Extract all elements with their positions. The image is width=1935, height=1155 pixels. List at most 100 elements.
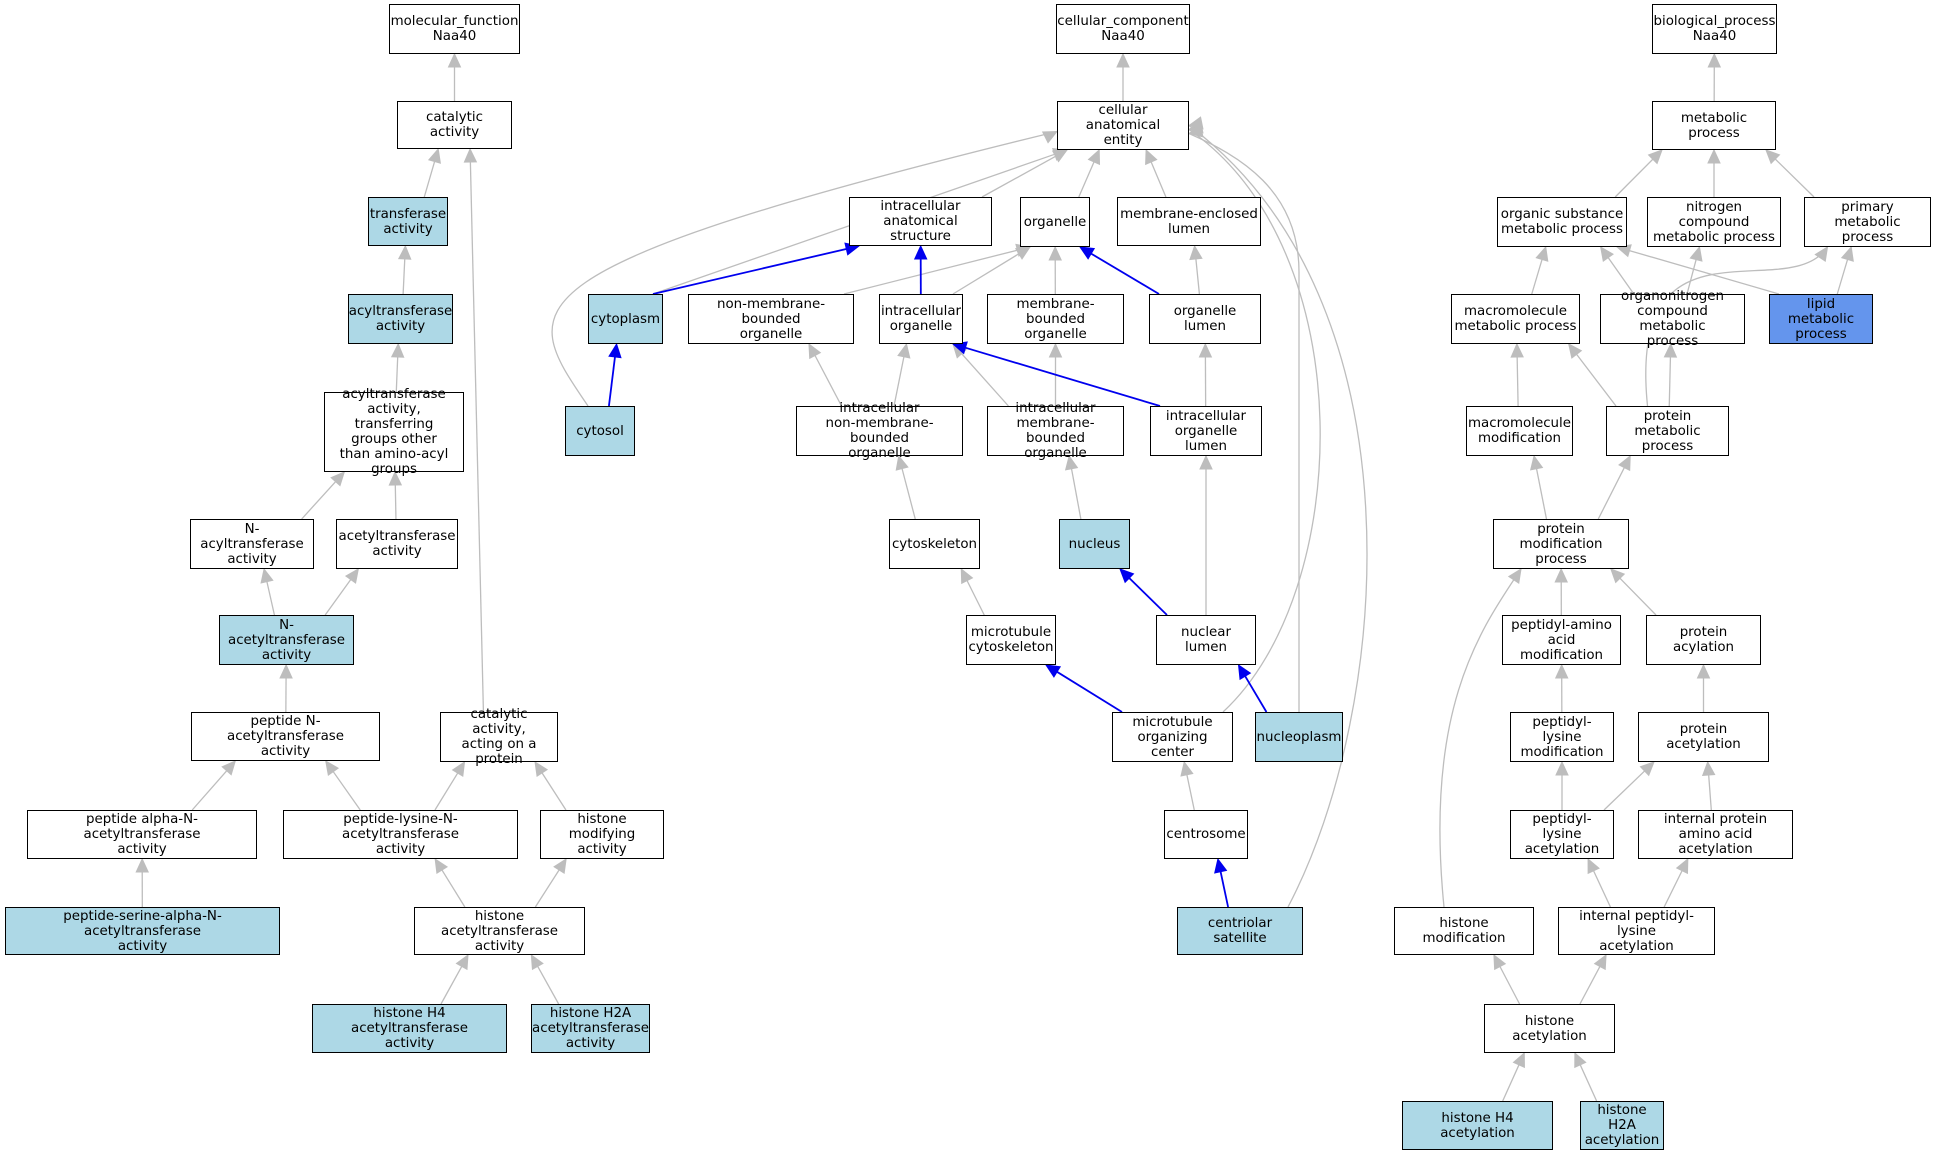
edge-arrowhead xyxy=(960,567,974,585)
edge-arrowhead xyxy=(1044,664,1062,678)
edge-arrowhead xyxy=(1199,454,1213,470)
edge-arrowhead xyxy=(1701,760,1716,776)
edge-arrowhead xyxy=(608,342,622,359)
edge-arrowhead xyxy=(1187,116,1204,130)
node-cytoskeleton: cytoskeleton xyxy=(889,519,980,569)
edge-lipid_mp-to-organic_substance_mp xyxy=(1628,249,1780,295)
edge-arrowhead xyxy=(1814,246,1829,262)
node-peptide-alpha: peptide alpha-N-acetyltransferase activi… xyxy=(27,810,257,859)
edge-acyltransferase_activity-to-transferase_activity xyxy=(402,257,406,295)
edge-arrowhead xyxy=(1765,149,1781,165)
edge-arrowhead xyxy=(1593,953,1607,971)
edge-arrowhead xyxy=(1840,245,1854,262)
edge-arrowhead xyxy=(1535,245,1549,262)
edge-mtoc-to-microtubule_cytoskeleton xyxy=(1055,670,1123,713)
edge-protein_modification_process-to-protein_mp xyxy=(1597,466,1626,520)
node-membrane-bounded-organelle: membrane-bounded organelle xyxy=(987,294,1124,344)
node-acyltransferase-other: acyltransferase activity, transferring g… xyxy=(324,387,464,477)
node-protein-acylation: protein acylation xyxy=(1646,615,1761,665)
edge-peptide_lysine-to-catalytic_on_protein xyxy=(434,771,459,811)
edge-internal_peptidyl_lysine_acetylation-to-peptidyl_lysine_acetylation xyxy=(1592,869,1612,908)
edge-h4_acetylation-to-histone_acetylation xyxy=(1502,1063,1520,1102)
node-organelle-lumen: organelle lumen xyxy=(1149,294,1261,344)
edge-arrowhead xyxy=(434,857,449,875)
edge-intracellular_organelle_lumen-to-intracellular_organelle xyxy=(964,346,1161,407)
edge-intracellular_mbo-to-intracellular_organelle xyxy=(960,352,1009,407)
edge-arrowhead xyxy=(530,953,544,971)
edge-cytosol-to-cytoplasm xyxy=(608,355,616,407)
node-lipid-mp: lipid metabolic process xyxy=(1769,294,1873,344)
edge-non_membrane_bounded_organelle-to-organelle xyxy=(843,249,1019,295)
edge-histone_acetylation-to-histone_modification xyxy=(1498,965,1521,1005)
node-mtoc: microtubule organizing center xyxy=(1112,712,1233,762)
edge-arrowhead xyxy=(388,470,403,486)
edge-histone_modification-to-protein_modification_process xyxy=(1439,568,1522,908)
edge-organic_substance_mp-to-metabolic_process xyxy=(1614,158,1654,198)
node-histone-modifying: histone modifying activity xyxy=(540,810,664,859)
edge-arrowhead xyxy=(390,342,405,358)
node-primary-mp: primary metabolic process xyxy=(1804,197,1931,247)
edge-arrowhead xyxy=(1510,342,1524,358)
node-intracellular-organelle-lumen: intracellular organelle lumen xyxy=(1150,406,1262,456)
node-macromolecule-modification: macromolecule modification xyxy=(1466,406,1573,456)
edge-h2a_acetyltransferase-to-histone_acetyltransferase xyxy=(536,965,560,1005)
edge-organonitrogen_mp-to-nitrogen_compound_mp xyxy=(1686,258,1698,295)
node-acyltransferase-activity: acyltransferase activity xyxy=(348,294,453,344)
node-centriolar-satellite: centriolar satellite xyxy=(1177,907,1303,955)
edge-arrowhead xyxy=(1064,454,1079,471)
edge-arrowhead xyxy=(325,760,340,776)
edge-intracellular_organelle-to-organelle xyxy=(952,252,1021,295)
edge-organelle-to-cellular_anatomical_entity xyxy=(1078,160,1096,198)
edge-arrowhead xyxy=(1198,342,1213,358)
node-h2a-acetylation: histone H2A acetylation xyxy=(1580,1101,1664,1150)
edge-arrowhead xyxy=(1512,1051,1525,1069)
edge-n_acyltransferase-to-acyltransferase_other xyxy=(301,480,337,520)
node-cc-root: cellular_component Naa40 xyxy=(1056,4,1190,54)
edge-microtubule_cytoskeleton-to-cytoskeleton xyxy=(966,579,985,616)
edge-peptidyl_lysine_acetylation-to-protein_acetylation xyxy=(1603,769,1646,811)
node-protein-modification-process: protein modification process xyxy=(1493,519,1629,569)
edge-nucleoplasm-to-cellular_anatomical_entity xyxy=(1188,132,1300,712)
node-peptide-serine: peptide-serine-alpha-N-acetyltransferase… xyxy=(5,907,280,955)
edge-protein_mp-to-organonitrogen_mp xyxy=(1668,355,1672,407)
edge-histone_acetyltransferase-to-peptide_lysine xyxy=(440,868,466,908)
edge-arrowhead xyxy=(279,663,293,679)
edge-protein_mp-to-macromolecule_mp xyxy=(1575,353,1617,407)
node-catalytic-activity: catalytic activity xyxy=(397,101,512,149)
node-intracellular-mbo: intracellular membrane-bounded organelle xyxy=(987,401,1124,461)
node-microtubule-cytoskeleton: microtubule cytoskeleton xyxy=(966,615,1056,665)
edge-h2a_acetylation-to-histone_acetylation xyxy=(1579,1063,1598,1102)
node-metabolic-process: metabolic process xyxy=(1652,101,1776,150)
edge-arrowhead xyxy=(1554,663,1569,679)
edge-arrowhead xyxy=(1041,130,1059,144)
edge-arrowhead xyxy=(1507,568,1522,584)
edge-transferase_activity-to-catalytic_activity xyxy=(423,160,436,198)
edge-arrowhead xyxy=(1618,454,1631,472)
edge-cytoskeleton-to-intracellular_nmbo xyxy=(901,467,916,520)
edge-arrowhead xyxy=(344,568,360,584)
edge-arrowhead xyxy=(427,147,441,164)
node-organelle: organelle xyxy=(1020,197,1090,247)
edge-centrosome-to-mtoc xyxy=(1186,773,1195,811)
node-internal-protein-aa-acetylation: internal protein amino acid acetylation xyxy=(1638,810,1793,859)
edge-arrowhead xyxy=(1610,568,1626,584)
edge-n_acetyltransferase-to-acetyltransferase xyxy=(324,578,352,616)
edge-organelle_lumen-to-membrane_enclosed_lumen xyxy=(1195,257,1201,295)
edge-arrowhead xyxy=(1180,760,1194,777)
edge-arrowhead xyxy=(1707,52,1722,68)
edge-arrowhead xyxy=(221,760,237,776)
edge-intracellular_nmbo-to-intracellular_organelle xyxy=(893,355,905,407)
edge-intracellular_anatomical_structure-to-cellular_anatomical_entity xyxy=(981,155,1057,198)
edge-arrowhead xyxy=(553,857,567,875)
edge-nucleoplasm-to-nuclear_lumen xyxy=(1243,674,1268,713)
edge-arrowhead xyxy=(1599,246,1614,262)
node-intracellular-anatomical-structure: intracellular anatomical structure xyxy=(849,197,992,246)
edge-arrowhead xyxy=(1189,244,1203,261)
edge-arrowhead xyxy=(1237,663,1252,681)
node-peptide-n-acetyltransferase: peptide N-acetyltransferase activity xyxy=(191,712,380,761)
edge-arrowhead xyxy=(1087,148,1101,166)
edge-arrowhead xyxy=(447,52,462,68)
edge-macromolecule_modification-to-macromolecule_mp xyxy=(1516,355,1519,407)
